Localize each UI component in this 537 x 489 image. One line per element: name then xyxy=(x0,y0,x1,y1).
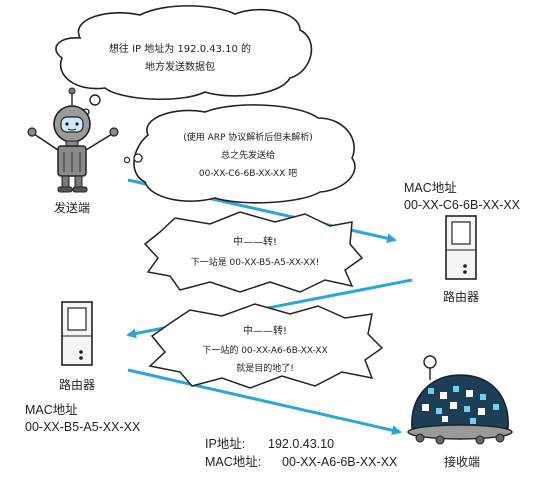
router-left-mac-title: MAC地址 xyxy=(25,403,78,417)
receiver-ip-value: 192.0.43.10 xyxy=(268,437,334,451)
receiver-robot-icon xyxy=(407,355,513,445)
receiver-mac-label: MAC地址: xyxy=(205,455,261,469)
speech-bubble-router2: 中——转! 下一站的 00-XX-A6-6B-XX-XX 就是目的地了! xyxy=(148,303,384,389)
bubble-router1-line2: 下一站是 00-XX-B5-A5-XX-XX! xyxy=(191,256,320,268)
bubble-arp-line2: 总之先发送给 xyxy=(221,149,275,161)
arrow-router-to-receiver xyxy=(127,368,402,436)
thought-bubble-destination: 想往 IP 地址为 192.0.43.10 的 地方发送数据包 xyxy=(55,5,313,116)
bubble-arp-line3: 00-XX-C6-6B-XX-XX 吧 xyxy=(199,168,297,179)
router-right-label: 路由器 xyxy=(443,289,479,304)
bubble-arp-line1: (使用 ARP 协议解析后但未解析) xyxy=(183,131,313,143)
router-right-mac-title: MAC地址 xyxy=(404,181,457,195)
receiver-ip-label: IP地址: xyxy=(205,437,245,451)
receiver-mac-value: 00-XX-A6-6B-XX-XX xyxy=(282,455,398,469)
bubble-router2-line3: 就是目的地了! xyxy=(236,362,294,374)
bubble-top-line2: 地方发送数据包 xyxy=(145,60,215,73)
bubble-router2-line1: 中——转! xyxy=(243,324,287,337)
sender-robot-icon xyxy=(27,87,119,193)
router-left-icon xyxy=(61,301,93,366)
router-right-mac-value: 00-XX-C6-6B-XX-XX xyxy=(404,198,521,212)
sender-label: 发送端 xyxy=(54,200,90,215)
receiver-label: 接收端 xyxy=(444,454,480,469)
bubble-router2-line2: 下一站的 00-XX-A6-6B-XX-XX xyxy=(202,344,327,356)
bubble-top-line1: 想往 IP 地址为 192.0.43.10 的 xyxy=(109,42,251,55)
bubble-router1-line1: 中——转! xyxy=(233,235,277,248)
thought-bubble-arp: (使用 ARP 协议解析后但未解析) 总之先发送给 00-XX-C6-6B-XX… xyxy=(123,104,356,204)
router-right-icon xyxy=(445,215,477,280)
speech-bubble-router1: 中——转! 下一站是 00-XX-B5-A5-XX-XX! xyxy=(143,211,364,293)
router-left-label: 路由器 xyxy=(59,377,95,392)
router-left-mac-value: 00-XX-B5-A5-XX-XX xyxy=(25,420,141,434)
